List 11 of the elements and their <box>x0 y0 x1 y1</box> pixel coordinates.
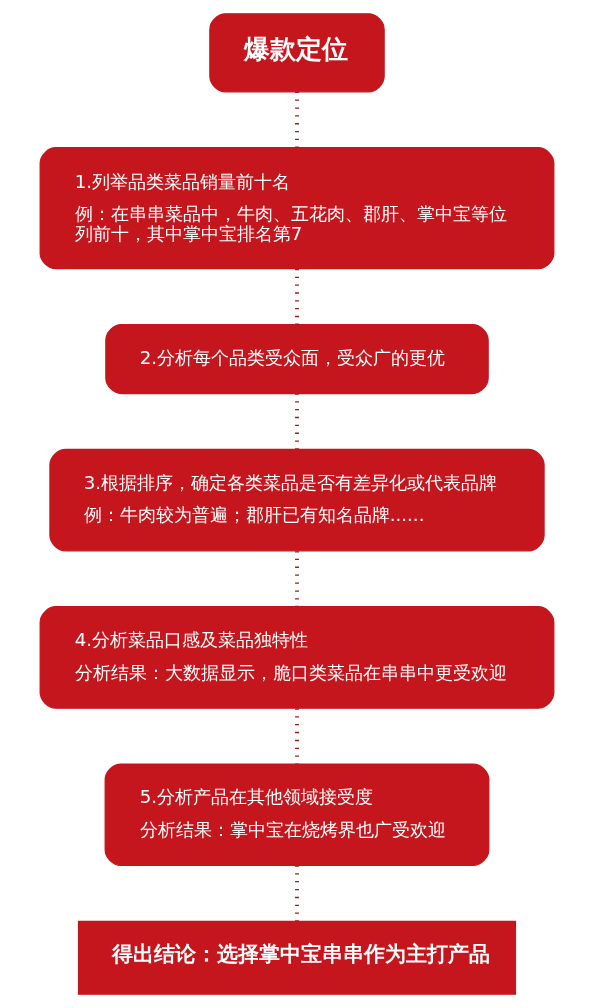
node-box: 1.列举品类菜品销量前十名 例：在串串菜品中，牛肉、五花肉、郡肝、掌中宝等位列前十，其中掌中宝排名第7 <box>39 147 554 270</box>
node-box: 2.分析每个品类受众面，受众广的更优 <box>104 323 489 395</box>
connector <box>294 865 299 922</box>
node-box: 4.分析菜品口感及菜品独特性 分析结果：大数据显示，脆口类菜品在串串中更受欢迎 <box>39 606 554 709</box>
connector <box>294 91 299 148</box>
node-box: 3.根据排序，确定各类菜品是否有差异化或代表品牌 例：牛肉较为普遍；郡肝已有知名品牌...... <box>48 448 545 552</box>
connector <box>294 393 299 450</box>
node-box: 爆款定位 <box>208 13 385 93</box>
node-box: 得出结论：选择掌中宝串串作为主打产品 <box>77 920 516 995</box>
connector <box>294 708 299 764</box>
node-box: 5.分析产品在其他领域接受度 分析结果：掌中宝在烧烤界也广受欢迎 <box>104 763 489 867</box>
